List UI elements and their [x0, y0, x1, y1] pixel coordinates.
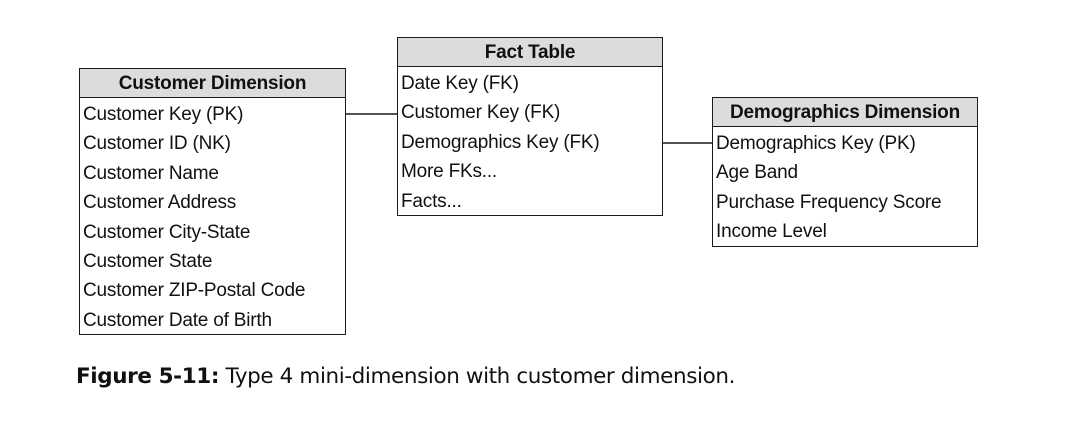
fact-table-attribute: Facts...: [401, 190, 462, 212]
customer-dimension-attribute: Customer Name: [83, 162, 219, 184]
customer-dimension-attribute: Customer ID (NK): [83, 133, 231, 155]
demographics-dimension-title: Demographics Dimension: [713, 98, 977, 127]
customer-dimension-attribute: Customer ZIP-Postal Code: [83, 280, 306, 302]
fact-table-title: Fact Table: [398, 38, 662, 67]
figure-caption: Figure 5-11: Type 4 mini-dimension with …: [76, 364, 735, 389]
customer-dimension-attribute: Customer Key (PK): [83, 104, 244, 125]
customer-dimension-attribute: Customer Address: [83, 192, 237, 214]
figure-caption-text: Type 4 mini-dimension with customer dime…: [225, 364, 736, 389]
demographics-dimension-attribute: Purchase Frequency Score: [716, 191, 942, 213]
fact-table-attribute: Date Key (FK): [401, 73, 519, 94]
demographics-dimension-attribute: Age Band: [716, 162, 798, 184]
figure-label: Figure 5-11:: [76, 364, 220, 389]
customer-dimension-title: Customer Dimension: [80, 69, 345, 98]
demographics-dimension-attribute: Demographics Key (PK): [716, 133, 916, 154]
demographics-dimension-attribute: Income Level: [716, 221, 827, 243]
fact-table-attribute: More FKs...: [401, 161, 497, 183]
customer-dimension-table: Customer Dimension Customer Key (PK) Cus…: [79, 68, 346, 335]
customer-dimension-attribute: Customer City-State: [83, 221, 251, 243]
fact-table: Fact Table Date Key (FK) Customer Key (F…: [397, 37, 663, 216]
customer-dimension-attribute: Customer Date of Birth: [83, 309, 272, 331]
demographics-dimension-table: Demographics Dimension Demographics Key …: [712, 97, 978, 247]
customer-dimension-attribute: Customer State: [83, 250, 213, 272]
fact-table-attribute: Customer Key (FK): [401, 102, 561, 124]
fact-table-attribute: Demographics Key (FK): [401, 131, 600, 153]
